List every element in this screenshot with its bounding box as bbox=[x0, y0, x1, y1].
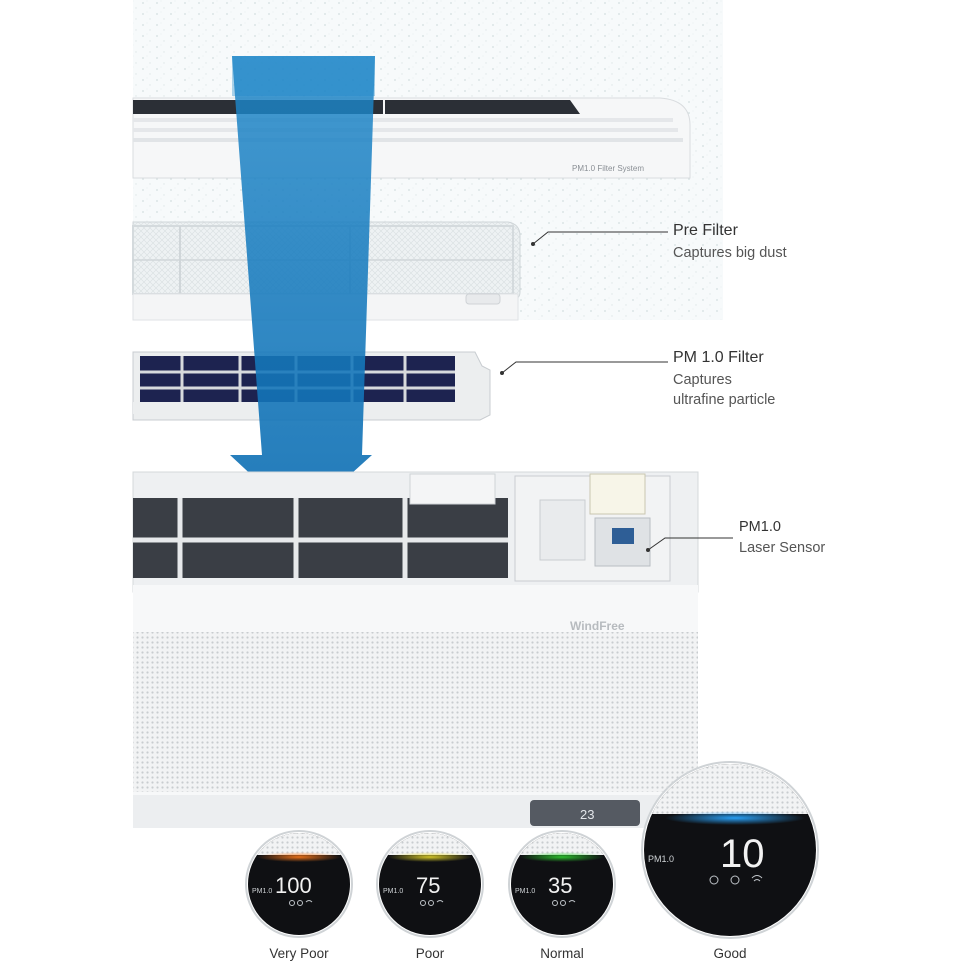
unit-display: 23 bbox=[580, 807, 594, 822]
gauge-poor bbox=[376, 830, 484, 938]
status-icons bbox=[289, 875, 763, 906]
gauge-label-poor: Poor bbox=[415, 946, 445, 961]
gauge-label-normal: Normal bbox=[540, 946, 584, 961]
callout-laser-sensor-subtitle: Laser Sensor bbox=[739, 540, 826, 556]
callout-laser-sensor-title: PM1.0 bbox=[739, 519, 781, 535]
gauge-good bbox=[641, 761, 819, 939]
gauge-value: 35 bbox=[548, 873, 572, 898]
unit-brand: WindFree bbox=[570, 619, 625, 633]
indoor-unit: WindFree 23 bbox=[132, 471, 699, 828]
front-panel: PM1.0 Filter System bbox=[132, 97, 691, 179]
callout-pm10-filter-title: PM 1.0 Filter bbox=[673, 349, 764, 366]
gauge-value: 100 bbox=[275, 873, 312, 898]
gauge-value: 75 bbox=[416, 873, 440, 898]
callout-pre-filter-subtitle: Captures big dust bbox=[673, 245, 787, 261]
gauge-prefix: PM1.0 bbox=[383, 888, 403, 895]
gauge-very-poor bbox=[245, 830, 353, 938]
gauge-label-very-poor: Very Poor bbox=[269, 946, 329, 961]
gauge-prefix: PM1.0 bbox=[515, 888, 535, 895]
airflow-arrow bbox=[230, 56, 375, 520]
gauge-normal bbox=[508, 830, 616, 938]
panel-label: PM1.0 Filter System bbox=[572, 164, 644, 173]
gauge-value: 10 bbox=[720, 832, 765, 876]
gauge-label-good: Good bbox=[713, 946, 747, 961]
callout-pre-filter-title: Pre Filter bbox=[673, 222, 738, 239]
callout-pm10-filter-subtitle: Captures ultrafine particle bbox=[673, 372, 776, 408]
gauge-prefix: PM1.0 bbox=[648, 854, 674, 864]
gauge-prefix: PM1.0 bbox=[252, 888, 272, 895]
